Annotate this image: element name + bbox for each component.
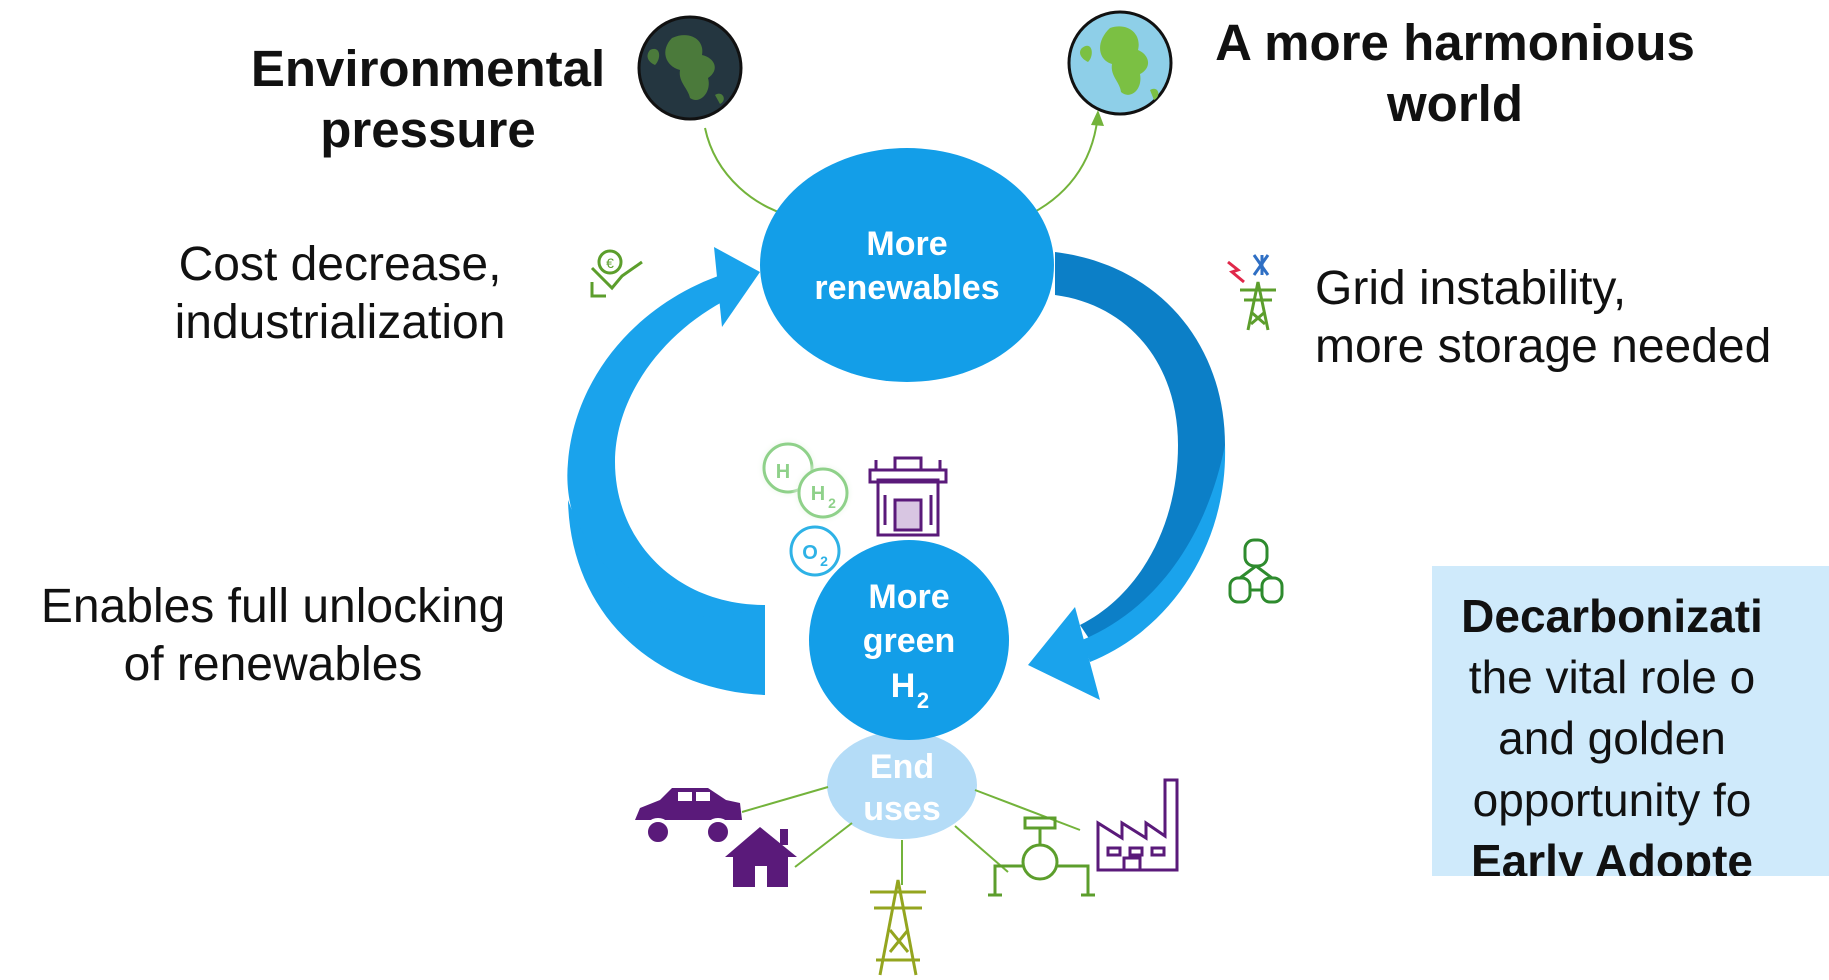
svg-text:€: €: [606, 255, 614, 271]
label-environmental-pressure-line2: pressure: [320, 101, 536, 159]
node-renewables-line1: More: [866, 225, 947, 263]
label-harmonious-world: A more harmonious world: [1195, 12, 1715, 134]
node-h2-line3: H: [891, 667, 916, 705]
earth-bright-icon: [1067, 10, 1173, 116]
label-cost-decrease-line1: Cost decrease,: [178, 238, 502, 291]
bubble-h2-b-letter: H: [811, 483, 825, 505]
cycle-arrow-left: [567, 247, 765, 695]
label-cost-decrease: Cost decrease, industrialization: [140, 236, 540, 351]
factory-icon: [1096, 778, 1179, 872]
label-enables-unlocking-line2: of renewables: [123, 637, 423, 691]
power-grid-icon: [870, 879, 926, 976]
callout-line1: Decarbonizati: [1461, 590, 1763, 642]
bubble-o2-letter: O: [802, 542, 818, 564]
h2-bubbles: H H 2 O 2: [756, 436, 855, 577]
node-renewables-line2: renewables: [814, 269, 999, 307]
end-use-connectors: [741, 786, 1081, 885]
label-environmental-pressure-line1: Environmental: [250, 40, 606, 97]
bubble-h2-a-letter: H: [776, 461, 790, 483]
label-grid-instability: Grid instability, more storage needed: [1315, 260, 1771, 375]
label-enables-unlocking-line1: Enables full unlocking: [40, 580, 506, 633]
node-more-renewables: More renewables: [760, 148, 1054, 382]
earth-dark-icon: [637, 15, 743, 121]
label-grid-instability-line2: more storage needed: [1315, 319, 1772, 373]
callout-line5: Early Adopte: [1470, 834, 1754, 876]
node-h2-subscript: 2: [917, 688, 929, 713]
car-icon: [635, 788, 742, 846]
label-harmonious-world-line1: A more harmonious: [1215, 14, 1695, 71]
node-more-green-h2: More green H 2: [809, 540, 1009, 740]
storage-tanks-icon: [1228, 538, 1284, 604]
callout-line2: the vital role o: [1468, 651, 1756, 704]
label-grid-instability-line1: Grid instability,: [1315, 262, 1627, 315]
pipeline-valve-icon: [988, 816, 1095, 897]
label-harmonious-world-line2: world: [1387, 75, 1523, 133]
label-environmental-pressure: Environmental pressure: [218, 38, 638, 160]
node-end-uses-line2: uses: [863, 790, 941, 828]
node-end-uses-line1: End: [870, 748, 934, 786]
decarbonization-callout: Decarbonizati the vital role o and golde…: [1432, 566, 1829, 876]
cycle-arrow-right: [1028, 252, 1226, 700]
node-h2-line1: More: [868, 578, 949, 616]
callout-line4: opportunity fo: [1472, 773, 1752, 826]
bubble-h2-b-sub: 2: [828, 495, 836, 511]
callout-line3: and golden: [1498, 712, 1726, 765]
node-h2-line2: green: [863, 622, 956, 660]
node-end-uses: End uses: [827, 731, 977, 839]
euro-cost-decrease-icon: €: [590, 249, 643, 298]
house-icon: [725, 827, 797, 887]
label-cost-decrease-line2: industrialization: [174, 295, 506, 349]
label-enables-unlocking: Enables full unlocking of renewables: [8, 578, 538, 693]
electrolyzer-icon: [868, 456, 948, 537]
bubble-o2-sub: 2: [820, 553, 828, 569]
power-pylon-icon: [1227, 254, 1276, 331]
